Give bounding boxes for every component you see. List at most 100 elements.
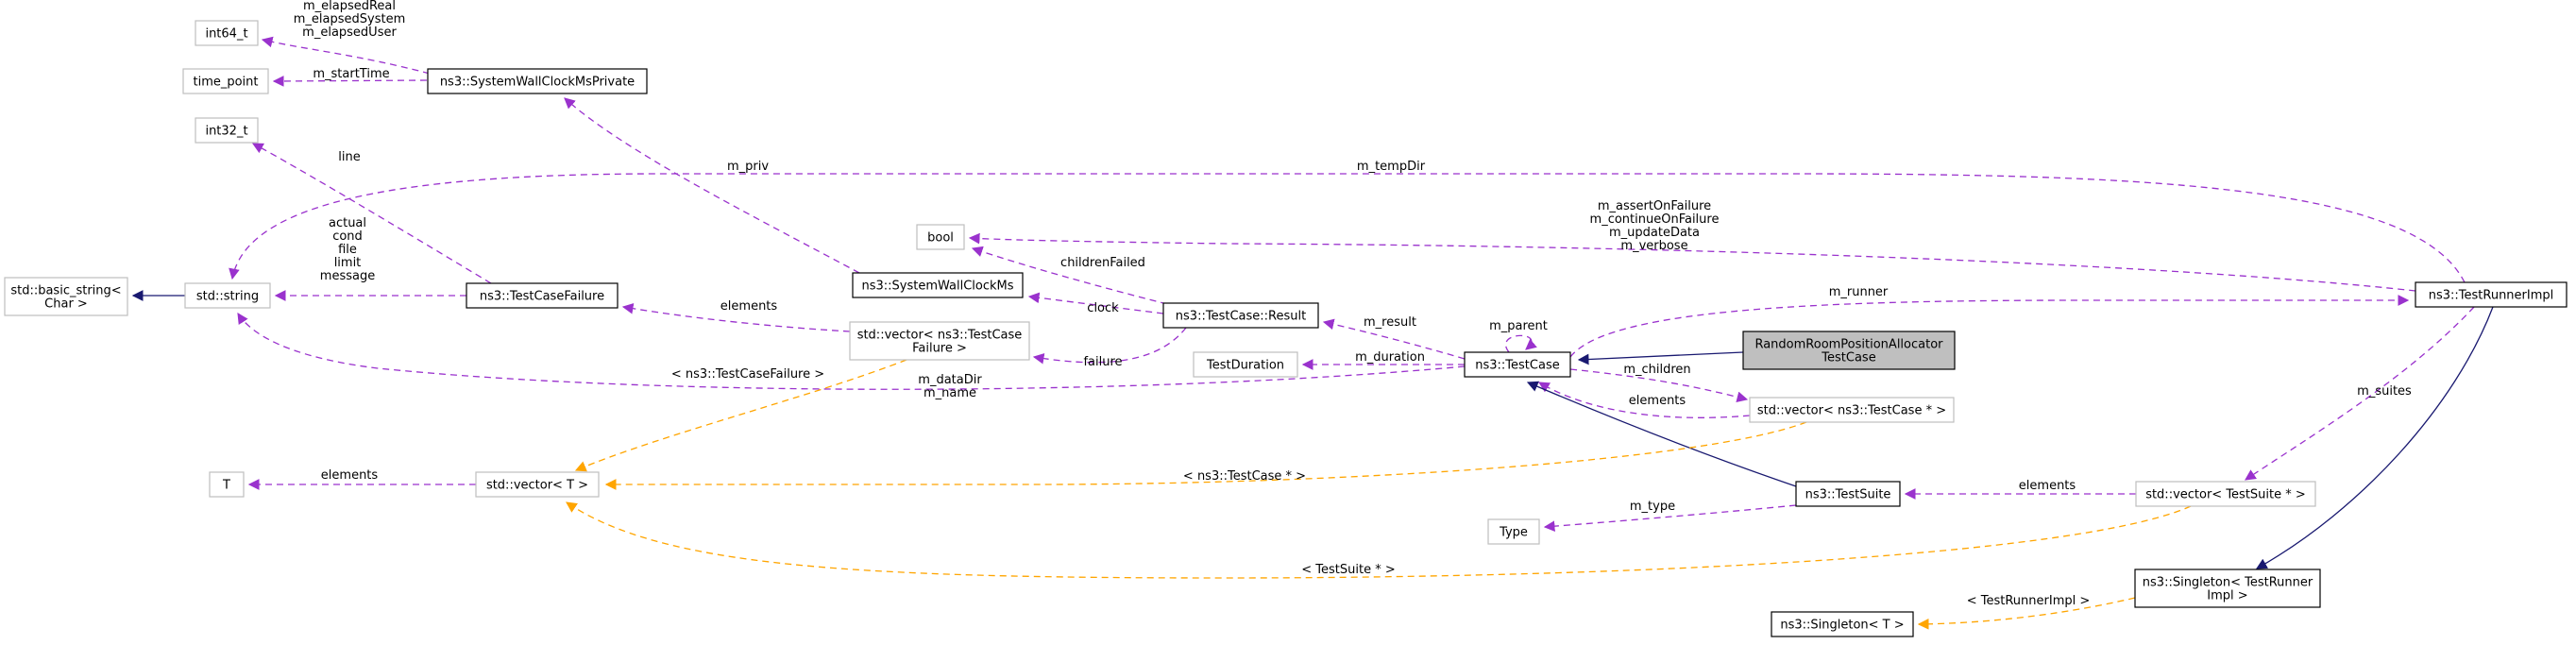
edge-line xyxy=(237,313,1466,390)
edge-line xyxy=(2245,306,2475,481)
node-label-line: TestCase xyxy=(1821,351,1875,365)
edge-label-line: elements xyxy=(2019,479,2076,493)
edge-label: < TestSuite * > xyxy=(1301,563,1395,577)
edge-label-line: elements xyxy=(321,468,379,483)
node-testcase[interactable]: ns3::TestCase xyxy=(1464,351,1571,378)
node-result[interactable]: ns3::TestCase::Result xyxy=(1162,302,1319,329)
node-box xyxy=(184,282,271,309)
edge-e25: < TestSuite * > xyxy=(566,501,2192,579)
node-swcm[interactable]: ns3::SystemWallClockMs xyxy=(852,272,1024,298)
node-label-line: ns3::TestCase::Result xyxy=(1176,310,1306,324)
node-label-line: int64_t xyxy=(205,27,247,42)
node-label: int32_t xyxy=(205,125,247,139)
edge-label: m_tempDir xyxy=(1357,160,1426,174)
node-label-line: Impl > xyxy=(2207,589,2247,603)
node-box xyxy=(427,68,648,94)
node-label: ns3::TestCase xyxy=(1475,359,1559,373)
node-label-line: ns3::Singleton< T > xyxy=(1780,619,1904,633)
node-box xyxy=(1487,518,1540,545)
edge-label-line: m_updateData xyxy=(1609,226,1700,240)
edge-line xyxy=(272,76,428,87)
edge-label: m_duration xyxy=(1355,350,1425,365)
edge-label-line: file xyxy=(338,243,357,257)
edge-label: failure xyxy=(1083,355,1122,369)
node-box xyxy=(1464,351,1571,378)
node-timepoint: time_point xyxy=(182,68,269,94)
edge-line xyxy=(1569,295,2410,358)
node-box xyxy=(1162,302,1319,329)
node-box xyxy=(2415,281,2568,308)
edge-label-line: cond xyxy=(332,229,363,244)
edge-e28: m_suites xyxy=(2245,306,2475,481)
edge-label: m_priv xyxy=(727,160,769,174)
edge-label-line: m_type xyxy=(1630,500,1675,514)
node-T: T xyxy=(209,471,245,498)
node-singletonT[interactable]: ns3::Singleton< T > xyxy=(1771,611,1914,637)
node-box xyxy=(1742,331,1956,370)
edge-line xyxy=(1505,334,1537,353)
edge-line xyxy=(1577,351,1744,365)
node-label: ns3::TestCase::Result xyxy=(1176,310,1306,324)
edge-label-line: m_startTime xyxy=(313,67,389,81)
node-label-line: RandomRoomPositionAllocator xyxy=(1754,338,1943,352)
edge-label-line: limit xyxy=(334,256,362,270)
node-box xyxy=(475,471,600,498)
node-box xyxy=(1193,351,1298,378)
edge-line xyxy=(968,232,2416,292)
node-basicstring: std::basic_string<Char > xyxy=(4,277,128,316)
node-vecsuite: std::vector< TestSuite * > xyxy=(2135,481,2316,507)
node-stdstring: std::string xyxy=(184,282,271,309)
node-tcfailure[interactable]: ns3::TestCaseFailure xyxy=(466,282,619,309)
node-bool: bool xyxy=(916,224,965,250)
node-testsuite[interactable]: ns3::TestSuite xyxy=(1795,481,1901,507)
edge-e3: line xyxy=(251,143,492,284)
node-label: ns3::TestCaseFailure xyxy=(480,290,604,304)
node-label: ns3::SystemWallClockMs xyxy=(861,280,1013,294)
edge-e11: clock xyxy=(1027,292,1164,315)
edge-label: m_type xyxy=(1630,500,1675,514)
edge-line xyxy=(1917,597,2136,630)
edge-label-line: line xyxy=(338,150,360,164)
edge-label-line: m_verbose xyxy=(1620,239,1687,253)
edge-label-line: < ns3::TestCaseFailure > xyxy=(671,367,824,382)
edge-label: m_result xyxy=(1364,315,1416,330)
node-box xyxy=(916,224,965,250)
edge-label-line: m_parent xyxy=(1489,319,1548,333)
node-label-line: std::vector< T > xyxy=(486,479,588,493)
node-label-line: ns3::TestCase xyxy=(1475,359,1559,373)
edge-label: m_startTime xyxy=(313,67,389,81)
node-label: ns3::TestRunnerImpl xyxy=(2429,289,2554,303)
edge-e21 xyxy=(1526,381,1797,487)
node-runnerimpl[interactable]: ns3::TestRunnerImpl xyxy=(2415,281,2568,308)
edge-e16: m_parent xyxy=(1489,319,1548,353)
edge-e10: childrenFailed xyxy=(971,246,1168,305)
node-label: std::vector< T > xyxy=(486,479,588,493)
edge-label-line: < TestSuite * > xyxy=(1301,563,1395,577)
edge-label-line: < TestRunnerImpl > xyxy=(1967,594,2091,608)
edge-label-line: m_duration xyxy=(1355,350,1425,365)
edge-e6: m_tempDir xyxy=(229,160,2466,283)
node-box xyxy=(209,471,245,498)
node-label-line: T xyxy=(222,479,230,493)
edge-label-line: m_tempDir xyxy=(1357,160,1426,174)
node-label-line: Char > xyxy=(44,297,88,312)
edge-line xyxy=(251,143,492,284)
edge-e18: m_runner xyxy=(1569,285,2410,358)
node-box xyxy=(1795,481,1901,507)
node-box xyxy=(195,20,259,46)
node-box xyxy=(852,272,1024,298)
node-box xyxy=(195,117,259,144)
node-swcmp[interactable]: ns3::SystemWallClockMsPrivate xyxy=(427,68,648,94)
edge-label-line: actual xyxy=(329,216,366,230)
node-label-line: ns3::TestCaseFailure xyxy=(480,290,604,304)
edge-line xyxy=(1526,381,1797,487)
node-box xyxy=(466,282,619,309)
node-vecT: std::vector< T > xyxy=(475,471,600,498)
